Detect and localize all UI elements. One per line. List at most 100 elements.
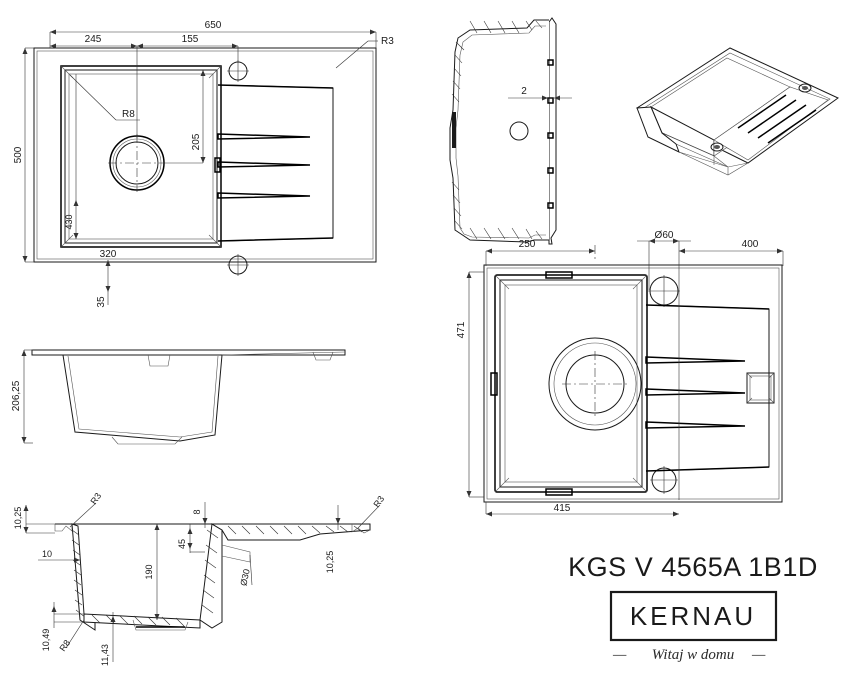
dim-label-right-segment: 400: [742, 239, 759, 250]
cutout-drainboard-grooves: [645, 356, 746, 429]
side-section-view-group: 2: [449, 17, 572, 245]
dim-label-bowl-inner-width: 320: [100, 249, 117, 260]
dim-label-wall-thickness-2: 2: [521, 86, 527, 97]
tap-hole-upper: [227, 60, 249, 82]
dim-label-overall-height: 500: [13, 146, 24, 163]
dim-label-bowl-offset-left: 245: [85, 34, 102, 45]
cutout-outer-inner: [486, 267, 780, 500]
top-view-group: 650 245 155 500 R3 R8 205 430: [13, 20, 394, 308]
slogan-dash-right: —: [751, 647, 766, 663]
dim-label-drain-offset: 155: [182, 34, 199, 45]
bowl-body-inner: [67, 355, 219, 438]
drainboard-grooves: [217, 133, 311, 199]
leader-r3-right: [357, 504, 381, 529]
dim-label-wall-thickness: 10: [42, 549, 52, 559]
dim-arrow-35: [105, 286, 111, 292]
dim-label-overall-width: 650: [205, 20, 222, 31]
dim-label-radius-top-left: R3: [88, 491, 103, 506]
dim-arrow-1049: [51, 606, 57, 612]
model-code-label: KGS V 4565A 1B1D: [568, 552, 818, 582]
dim-arrow-1025-right: [335, 518, 341, 524]
dim-label-groove-depth: 8: [192, 509, 202, 514]
bowl-body-profile: [62, 354, 223, 442]
dim-arrow-10: [74, 557, 80, 563]
dim-label-overflow-height: 45: [177, 539, 187, 549]
drain-plug-section: [132, 619, 189, 631]
dim-label-radius-inner: R8: [122, 109, 135, 120]
cutout-overflow-box: [746, 372, 775, 404]
dim-label-left-segment: 250: [519, 239, 536, 250]
bowl-corner-chamfers: [60, 65, 222, 248]
dim-arrows-1025-left: [23, 505, 29, 533]
cross-section-view-group: 10,25 R3 10 10,49 R8 11,43 190 45 8: [13, 491, 386, 666]
cutout-bowl-rim-inner: [499, 279, 643, 488]
dim-label-bowl-depth: 190: [144, 564, 154, 579]
drainboard-edge-lines: [217, 84, 334, 242]
left-flange-lip: [54, 524, 73, 532]
right-wall-hatching: [201, 529, 219, 614]
iso-outer-left-body: [636, 106, 680, 153]
side-shell-hatching: [451, 20, 543, 240]
brand-logo-box: [609, 590, 778, 642]
dim-label-flange-right: 10,25: [325, 551, 335, 574]
bowl-rim-inner: [64, 69, 218, 244]
bowl-outer-rim: [60, 65, 222, 248]
iso-outer-front-body: [678, 151, 749, 176]
leader-r8-cs: [65, 619, 85, 649]
cutout-corner-chamfers: [494, 274, 648, 493]
dim-label-cutout-height: 471: [456, 321, 467, 338]
cutout-drainboard-edges: [645, 304, 770, 472]
branding-block: KGS V 4565A 1B1D KERNAU — Witaj w domu —: [568, 552, 818, 663]
dim-label-overall-depth: 206,25: [11, 380, 22, 411]
bowl-floor-hatching: [91, 614, 185, 627]
dim-label-tap-hole-diameter: Ø60: [655, 230, 674, 241]
mount-bracket-center: [147, 354, 171, 367]
dim-label-base-thickness: 11,43: [100, 644, 110, 666]
slogan-label: Witaj w domu: [652, 647, 735, 663]
side-rail-section: [548, 17, 557, 245]
front-section-view-group: 206,25: [11, 349, 346, 445]
sink-outer-inner-edge: [36, 50, 374, 260]
iso-tap-hole-lower: [710, 142, 724, 152]
cutout-bowl-rim: [494, 274, 648, 493]
dim-label-radius-top-right: R3: [371, 494, 386, 509]
cutout-view-group: 250 Ø60 400 471 415: [456, 230, 784, 517]
slogan-dash-left: —: [612, 647, 627, 663]
dim-arrow-320: [105, 260, 111, 266]
side-shell-outline: [449, 19, 549, 243]
tap-hole-lower: [227, 254, 249, 276]
leader-d30: [249, 554, 253, 586]
dim-arrows-d60: [649, 238, 679, 244]
leader-r8: [69, 74, 117, 121]
cutout-bowl-wall: [504, 284, 638, 483]
dim-arrow-8: [202, 518, 208, 524]
drainboard-hatching: [227, 525, 363, 535]
cutout-drain-mid: [553, 342, 637, 426]
drainboard-section: [210, 523, 371, 541]
bowl-side-clip: [214, 157, 221, 173]
cutout-tap-hole-upper: [648, 275, 680, 307]
right-wall-section: [199, 523, 223, 629]
side-view-hole: [509, 121, 529, 141]
dim-arrows-2: [542, 95, 560, 101]
isometric-view-group: [635, 47, 839, 176]
dim-arrows-45: [187, 528, 193, 549]
iso-tap-hole-upper: [798, 83, 812, 93]
iso-drainboard-surface: [713, 86, 829, 161]
bottom-drain-recess: [111, 436, 183, 445]
dim-label-bowl-inner-height: 430: [64, 214, 74, 229]
left-wall-hatching: [71, 529, 87, 619]
brand-name-label: KERNAU: [630, 601, 756, 631]
drainboard-profile: [221, 351, 346, 356]
mount-bracket-right: [312, 351, 334, 361]
dim-arrow-1143: [110, 616, 116, 622]
overflow-channel: [221, 544, 251, 563]
dim-label-overflow-diameter: Ø30: [238, 568, 251, 587]
cutout-drainboard-outline: [649, 304, 770, 472]
iso-drainboard-grooves: [737, 94, 817, 144]
leader-r3: [335, 40, 369, 69]
dim-label-radius-outer: R3: [381, 36, 394, 47]
dim-label-drain-from-top: 205: [191, 133, 202, 150]
